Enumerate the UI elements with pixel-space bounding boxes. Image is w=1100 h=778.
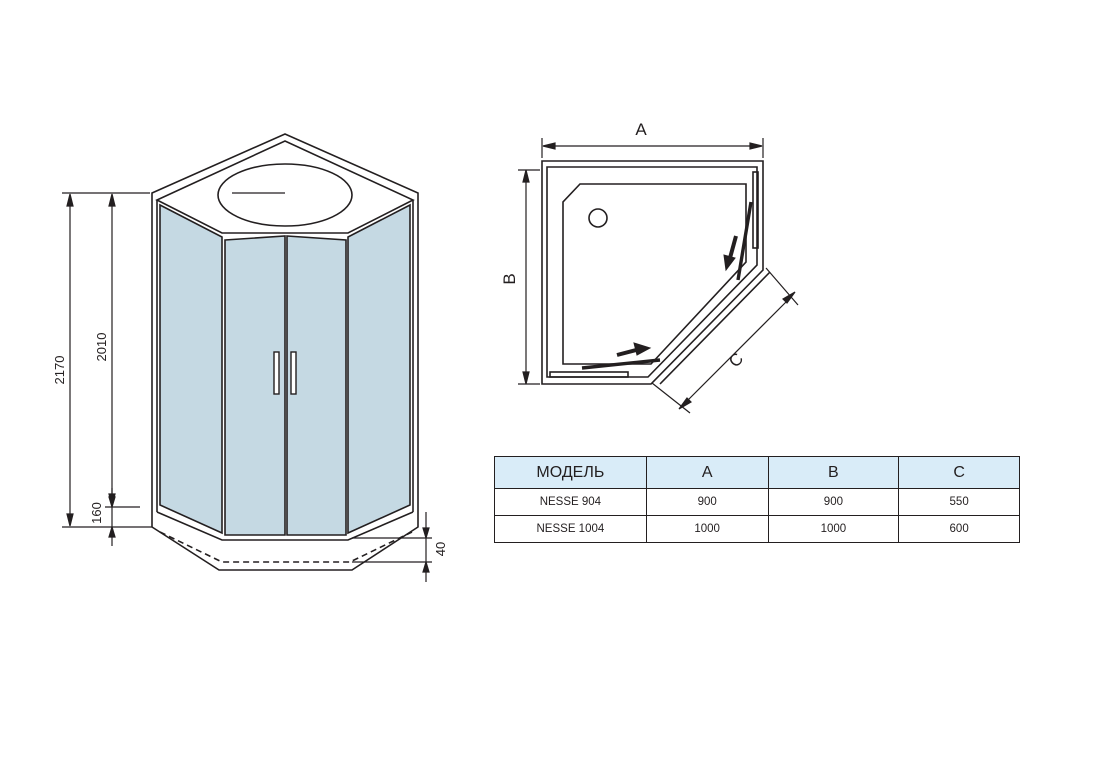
table-header-row: МОДЕЛЬ A B C xyxy=(494,456,1020,489)
dim-label-160: 160 xyxy=(89,502,104,524)
sliding-door-right xyxy=(736,201,753,281)
header-b: B xyxy=(767,456,900,489)
dim-label-a: A xyxy=(635,120,647,139)
spec-table: МОДЕЛЬ A B C NESSE 904 900 900 550 NESSE… xyxy=(494,456,1020,543)
dim-line-c xyxy=(682,295,793,406)
cell-c: 600 xyxy=(898,515,1020,543)
roof-dome xyxy=(217,163,353,227)
drain-icon xyxy=(588,208,608,228)
dim-label-40: 40 xyxy=(433,542,448,556)
tray-inner-line xyxy=(156,511,414,541)
header-model: МОДЕЛЬ xyxy=(494,456,647,489)
left-door-glass xyxy=(224,235,286,536)
plan-drawing: A B C xyxy=(500,120,799,414)
dim-label-2010: 2010 xyxy=(94,333,109,362)
cell-a: 1000 xyxy=(645,515,769,543)
cell-b: 900 xyxy=(767,488,900,516)
left-glass-panel xyxy=(159,203,223,535)
cell-c: 550 xyxy=(898,488,1020,516)
dim-label-c: C xyxy=(725,349,747,371)
header-c: C xyxy=(898,456,1020,489)
door-handles xyxy=(273,351,297,395)
shower-tray-outline xyxy=(562,183,747,365)
cell-model: NESSE 904 xyxy=(494,488,647,516)
dim-label-b: B xyxy=(500,273,519,284)
plan-inner-frame xyxy=(546,166,758,378)
cell-b: 1000 xyxy=(767,515,900,543)
plan-outer-outline xyxy=(541,160,764,385)
cell-a: 900 xyxy=(645,488,769,516)
elevation-drawing: 2170 2010 160 40 xyxy=(52,133,448,582)
door-arrow-icon xyxy=(616,235,738,357)
right-glass-panel xyxy=(347,203,411,535)
right-door-glass xyxy=(286,235,347,536)
sliding-door-left xyxy=(581,358,661,370)
table-row: NESSE 1004 1000 1000 600 xyxy=(494,515,1020,543)
tray-base-dashed xyxy=(159,531,413,563)
cell-model: NESSE 1004 xyxy=(494,515,647,543)
roof-outline xyxy=(155,140,415,234)
header-a: A xyxy=(645,456,769,489)
dim-label-2170: 2170 xyxy=(52,356,67,385)
table-row: NESSE 904 900 900 550 xyxy=(494,488,1020,516)
